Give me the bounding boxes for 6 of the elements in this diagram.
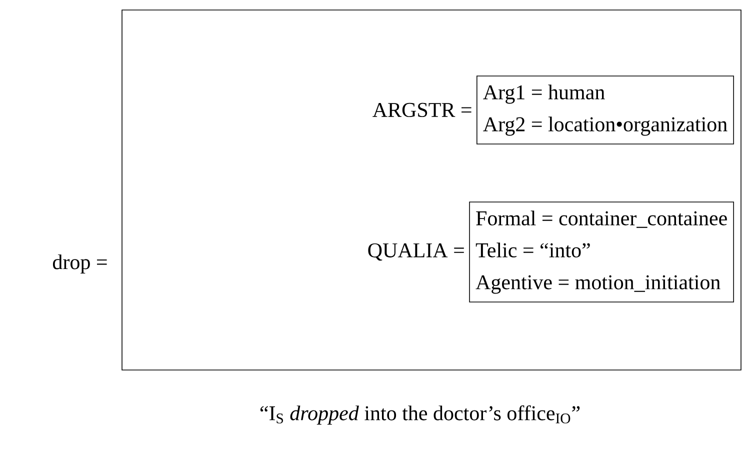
heading: QUALIA = [368, 243, 464, 261]
caption: “I$_{S}$ dropped into the doctor’s office$_{IO}$” [260, 405, 580, 425]
feature-box: Formal = container_containee Telic = “into” Agentive = motion_initiation [469, 202, 734, 302]
feature-box: Arg1 = human Arg2 = location•organization [476, 76, 734, 144]
heading: ARGSTR = [372, 102, 472, 118]
heading: drop = [52, 254, 107, 274]
